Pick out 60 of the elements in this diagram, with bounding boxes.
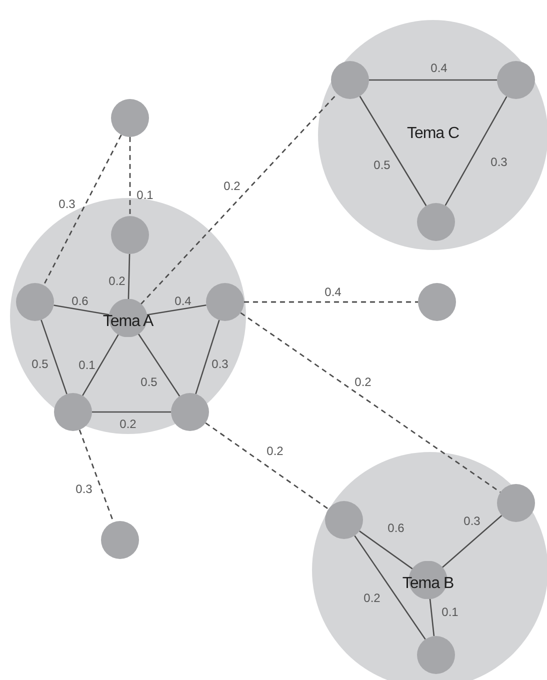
edge-label: 0.1 — [442, 605, 458, 619]
connector-line — [92, 411, 171, 413]
edge-label: 0.1 — [136, 188, 154, 202]
connector-line — [359, 96, 427, 206]
connector-line — [43, 134, 122, 286]
edge-label: 0.2 — [266, 444, 284, 458]
edge-label: 0.3 — [490, 155, 508, 169]
edge-label: 0.5 — [32, 357, 48, 371]
node-circle — [331, 61, 369, 99]
edge-label: 0.2 — [120, 417, 136, 431]
edge-label: 0.3 — [212, 357, 228, 371]
edge-label: 0.4 — [174, 294, 192, 308]
connector-line — [359, 530, 413, 570]
node-circle — [417, 203, 455, 241]
connector-line — [82, 334, 119, 396]
edge-label: 0.4 — [324, 285, 342, 299]
connector-line — [429, 598, 435, 636]
node-circle — [111, 99, 149, 137]
node-circle — [418, 283, 456, 321]
edge-label: 0.2 — [108, 274, 126, 288]
node-circle — [111, 216, 149, 254]
connector-line — [140, 93, 338, 305]
edge-label: 0.2 — [364, 591, 380, 605]
connector-line — [195, 320, 220, 394]
edge-label: 0.3 — [464, 514, 480, 528]
edge-label: 0.2 — [224, 179, 240, 193]
node-label: Tema A — [102, 313, 154, 331]
node-circle — [16, 283, 54, 321]
edge-label: 0.6 — [72, 294, 88, 308]
node-circle — [417, 636, 455, 674]
connector-line — [240, 312, 501, 493]
edge-label: 0.1 — [78, 358, 96, 372]
node-circle — [497, 61, 535, 99]
edge-label: 0.4 — [430, 61, 448, 75]
connector-line — [442, 515, 502, 568]
connector-line — [444, 96, 508, 206]
node-circle — [497, 484, 535, 522]
connector-line — [369, 79, 497, 81]
edge-label: 0.3 — [76, 482, 92, 496]
connector-line — [40, 320, 68, 394]
edge-label: 0.3 — [58, 197, 76, 211]
edge-label: 0.6 — [388, 521, 404, 535]
edge-label: 0.5 — [374, 158, 390, 172]
connector-line — [146, 304, 206, 316]
node-label: Tema B — [402, 575, 454, 593]
connector-line — [54, 304, 110, 316]
node-circle — [325, 501, 363, 539]
edge-label: 0.2 — [354, 375, 372, 389]
connector-line — [129, 137, 131, 216]
node-circle — [206, 283, 244, 321]
connector-line — [354, 535, 426, 640]
node-circle — [101, 521, 139, 559]
connector-line — [138, 334, 180, 396]
connector-line — [128, 254, 130, 300]
node-circle — [171, 393, 209, 431]
node-label: Tema C — [406, 125, 460, 143]
edge-label: 0.5 — [140, 375, 158, 389]
node-circle — [54, 393, 92, 431]
connector-line — [244, 301, 418, 303]
connector-line — [205, 422, 329, 510]
